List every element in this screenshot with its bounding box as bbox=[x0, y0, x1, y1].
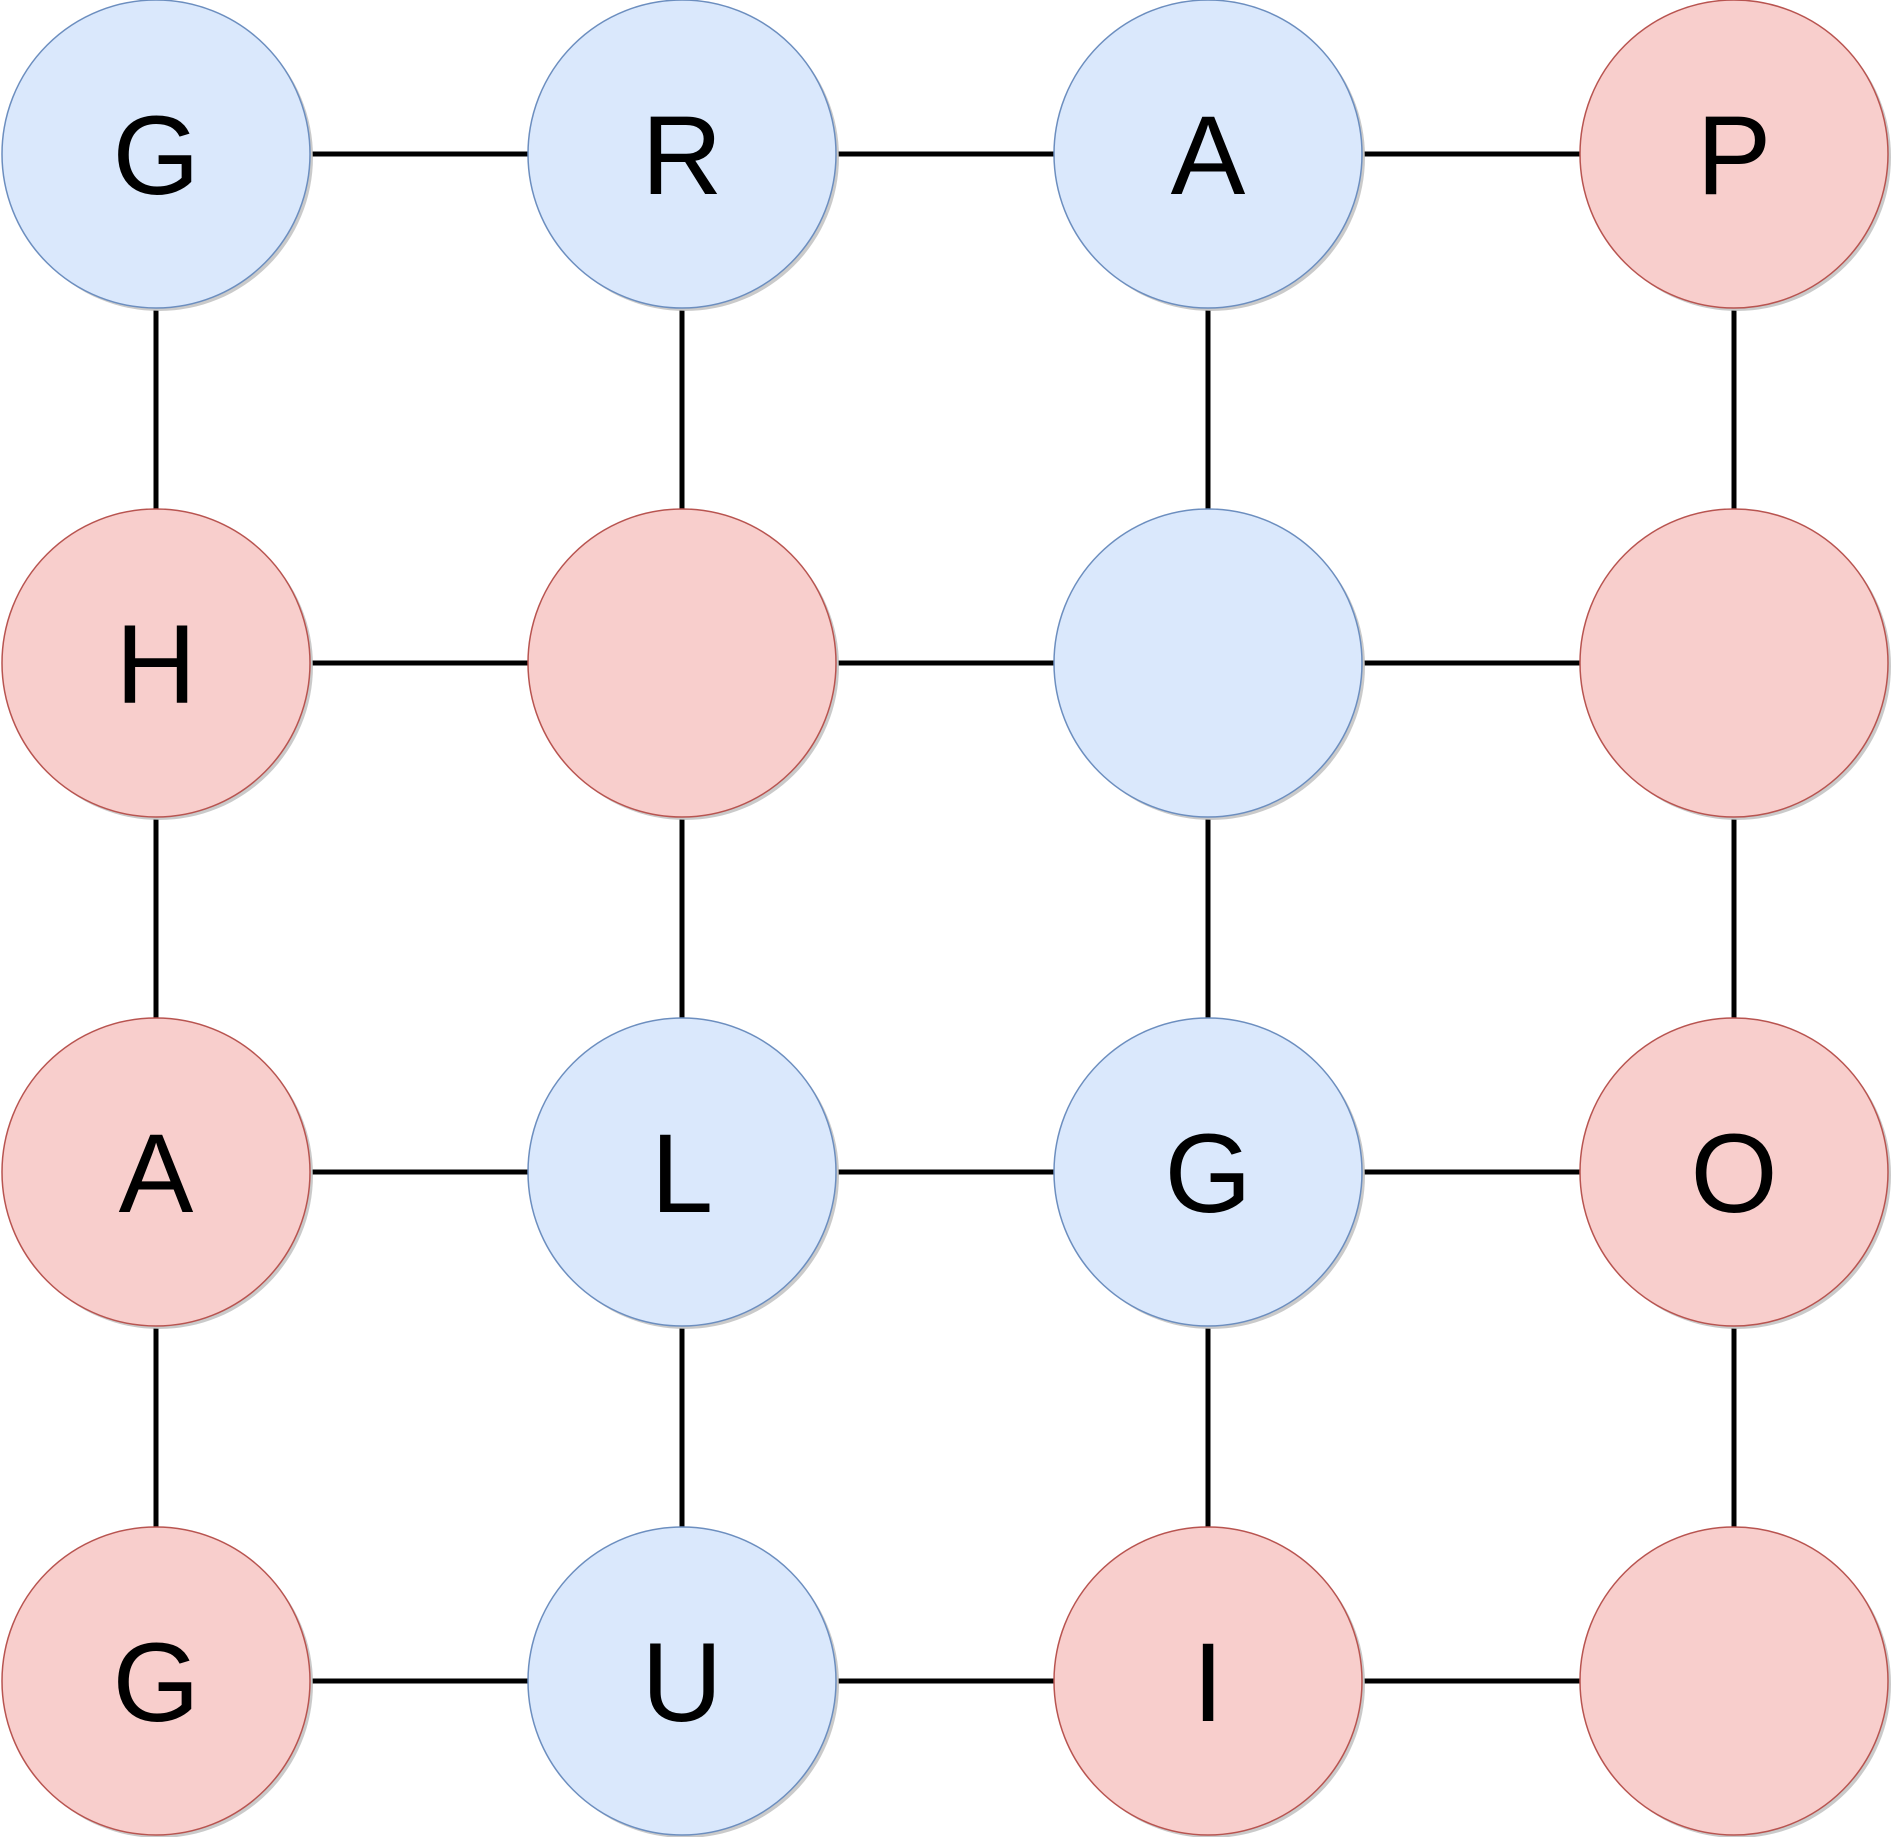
node-circle-red bbox=[1579, 1017, 1889, 1327]
node-letter: G bbox=[112, 93, 199, 218]
node-r1-c4: P bbox=[1579, 0, 1891, 311]
node-r1-c1: G bbox=[1, 0, 313, 311]
node-letter: G bbox=[1164, 1111, 1251, 1236]
node-r2-c3 bbox=[1053, 508, 1365, 820]
node-r4-c1: G bbox=[1, 1526, 313, 1837]
node-r4-c3: I bbox=[1053, 1526, 1365, 1837]
node-circle-red bbox=[527, 508, 837, 818]
node-r4-c2: U bbox=[527, 1526, 839, 1837]
node-letter: G bbox=[112, 1620, 199, 1745]
node-circle-red bbox=[1579, 508, 1889, 818]
node-circle-red bbox=[1579, 0, 1889, 309]
node-circle-blue bbox=[527, 0, 837, 309]
node-r3-c2: L bbox=[527, 1017, 839, 1329]
node-letter: O bbox=[1690, 1111, 1777, 1236]
node-r2-c1: H bbox=[1, 508, 313, 820]
edges-layer bbox=[153, 151, 1737, 1684]
node-r4-c4 bbox=[1579, 1526, 1891, 1837]
node-circle-blue bbox=[1, 0, 311, 309]
node-letter: A bbox=[1171, 93, 1246, 218]
node-letter: I bbox=[1192, 1620, 1223, 1745]
node-letter: L bbox=[651, 1111, 713, 1236]
node-letter: U bbox=[642, 1620, 723, 1745]
node-letter: H bbox=[116, 602, 197, 727]
node-r1-c3: A bbox=[1053, 0, 1365, 311]
node-letter: P bbox=[1697, 93, 1772, 218]
node-circle-blue bbox=[1053, 1017, 1363, 1327]
node-circle-blue bbox=[527, 1526, 837, 1836]
node-circle-blue bbox=[527, 1017, 837, 1327]
node-letter: A bbox=[119, 1111, 194, 1236]
node-r2-c4 bbox=[1579, 508, 1891, 820]
node-r3-c1: A bbox=[1, 1017, 313, 1329]
node-circle-red bbox=[1579, 1526, 1889, 1836]
node-r3-c4: O bbox=[1579, 1017, 1891, 1329]
node-r3-c3: G bbox=[1053, 1017, 1365, 1329]
node-circle-blue bbox=[1053, 508, 1363, 818]
node-letter: R bbox=[642, 93, 723, 218]
node-r1-c2: R bbox=[527, 0, 839, 311]
node-r2-c2 bbox=[527, 508, 839, 820]
node-circle-red bbox=[1, 1017, 311, 1327]
node-circle-red bbox=[1, 1526, 311, 1836]
node-circle-red bbox=[1, 508, 311, 818]
node-circle-red bbox=[1053, 1526, 1363, 1836]
node-circle-blue bbox=[1053, 0, 1363, 309]
